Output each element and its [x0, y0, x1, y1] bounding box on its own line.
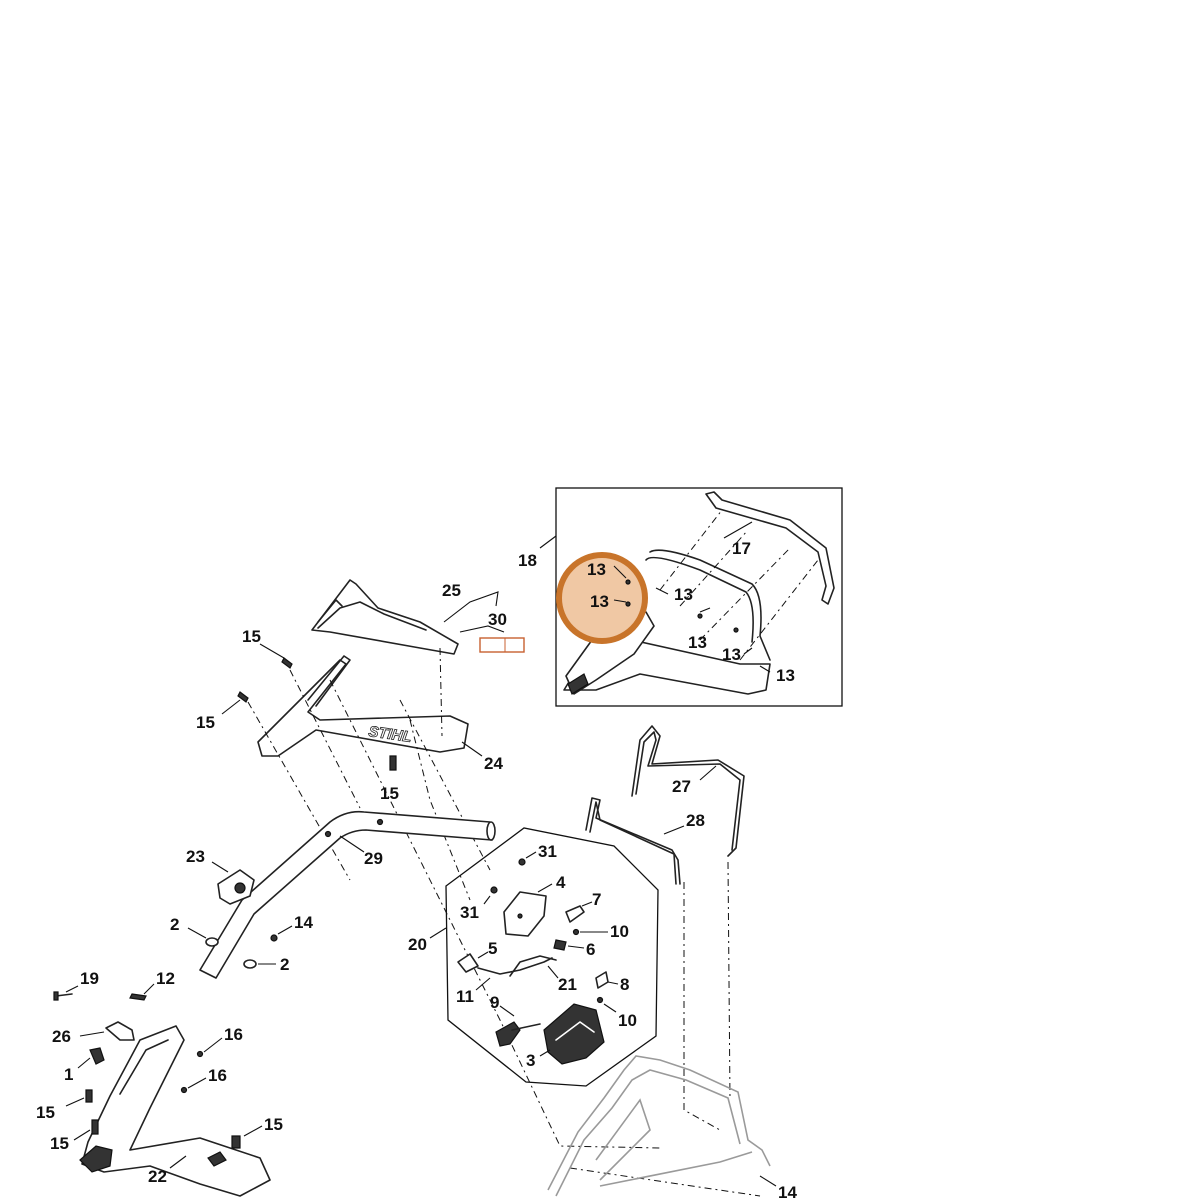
callout-4: 4 — [556, 873, 566, 892]
screw-12 — [129, 993, 147, 1001]
handle-17 — [705, 491, 835, 605]
callout-26: 26 — [52, 1027, 71, 1046]
callout-23: 23 — [186, 847, 205, 866]
part-7 — [565, 905, 585, 923]
callout-13: 13 — [674, 585, 693, 604]
callout-25: 25 — [442, 581, 461, 600]
callout-21: 21 — [558, 975, 577, 994]
callout-16: 16 — [208, 1066, 227, 1085]
console-24: STIHL 24 — [257, 655, 503, 773]
callout-8: 8 — [620, 975, 629, 994]
screw-14 — [270, 934, 278, 942]
part-5 — [457, 953, 479, 973]
handle-bars: 27 28 — [585, 725, 745, 885]
callout-22: 22 — [148, 1167, 167, 1186]
callout-3: 3 — [526, 1051, 535, 1070]
callout-27: 27 — [672, 777, 691, 796]
callout-17: 17 — [732, 539, 751, 558]
callout-7: 7 — [592, 890, 601, 909]
pin-19 — [55, 993, 73, 997]
bar-27 — [631, 725, 745, 857]
callout-16: 16 — [224, 1025, 243, 1044]
callout-13: 13 — [688, 633, 707, 652]
callout-15: 15 — [242, 627, 261, 646]
callout-9: 9 — [490, 993, 499, 1012]
callout-15: 15 — [264, 1115, 283, 1134]
callout-31: 31 — [538, 842, 557, 861]
cover-25: 25 — [311, 579, 499, 655]
callout-13: 13 — [587, 560, 606, 579]
callout-30: 30 — [488, 610, 507, 629]
callout-10: 10 — [618, 1011, 637, 1030]
highlight-circle — [556, 552, 648, 644]
washer-2 — [243, 959, 257, 969]
callout-20: 20 — [408, 935, 427, 954]
part-6 — [553, 939, 567, 951]
callout-10: 10 — [610, 922, 629, 941]
callout-31: 31 — [460, 903, 479, 922]
callout-2: 2 — [280, 955, 289, 974]
part-10 — [596, 996, 604, 1004]
callout-24: 24 — [484, 754, 503, 773]
screw-15 — [85, 1089, 93, 1103]
callout-12: 12 — [156, 969, 175, 988]
brand-mark: STIHL — [367, 723, 412, 746]
lever-9 — [495, 1021, 521, 1047]
callout-15: 15 — [50, 1134, 69, 1153]
callout-13: 13 — [776, 666, 795, 685]
bar-28 — [585, 797, 681, 885]
tube-29: 29 — [199, 810, 496, 979]
clip-23: 23 — [186, 847, 255, 905]
screw-15 — [389, 755, 397, 771]
hex-frame — [445, 827, 659, 1087]
part-10 — [572, 928, 580, 936]
callout-11: 11 — [456, 987, 474, 1006]
ghost-frame-14: 14 — [547, 1055, 797, 1200]
cable-21 — [477, 957, 553, 975]
callout-1: 1 — [64, 1065, 73, 1084]
callout-28: 28 — [686, 811, 705, 830]
screw-15 — [281, 657, 293, 669]
knob-1 — [89, 1047, 105, 1065]
frame-22 — [81, 1025, 271, 1197]
housing-3 — [543, 1003, 605, 1065]
callout-15: 15 — [36, 1103, 55, 1122]
handle-tube — [649, 549, 771, 661]
screw-15 — [91, 1119, 99, 1135]
callout-13: 13 — [722, 645, 741, 664]
bracket-4 — [503, 891, 547, 937]
label-30: 30 — [459, 610, 525, 653]
lower-handle-assembly: 19 12 26 1 22 16 16 15 15 15 — [36, 969, 283, 1197]
callout-19: 19 — [80, 969, 99, 988]
screw-15 — [237, 691, 249, 703]
callout-15: 15 — [380, 784, 399, 803]
inset-detail-18: 17 13 13 13 13 13 13 — [539, 487, 843, 707]
part-8 — [595, 971, 609, 989]
washer-2 — [205, 937, 219, 947]
callout-14: 14 — [778, 1183, 797, 1200]
inset-frame — [555, 487, 843, 707]
screw-16 — [180, 1086, 188, 1094]
callout-14: 14 — [294, 913, 313, 932]
callout-2: 2 — [170, 915, 179, 934]
callout-13: 13 — [590, 592, 609, 611]
callout-6: 6 — [586, 940, 595, 959]
handle-tube-inner — [645, 556, 754, 643]
callout-5: 5 — [488, 939, 497, 958]
screw-16 — [196, 1050, 204, 1058]
callout-29: 29 — [364, 849, 383, 868]
screw-15 — [231, 1135, 241, 1149]
clip-26 — [105, 1021, 135, 1041]
assembly-20: 20 4 31 31 7 10 6 5 21 11 — [408, 827, 659, 1087]
callout-18: 18 — [518, 551, 537, 570]
callout-15: 15 — [196, 713, 215, 732]
